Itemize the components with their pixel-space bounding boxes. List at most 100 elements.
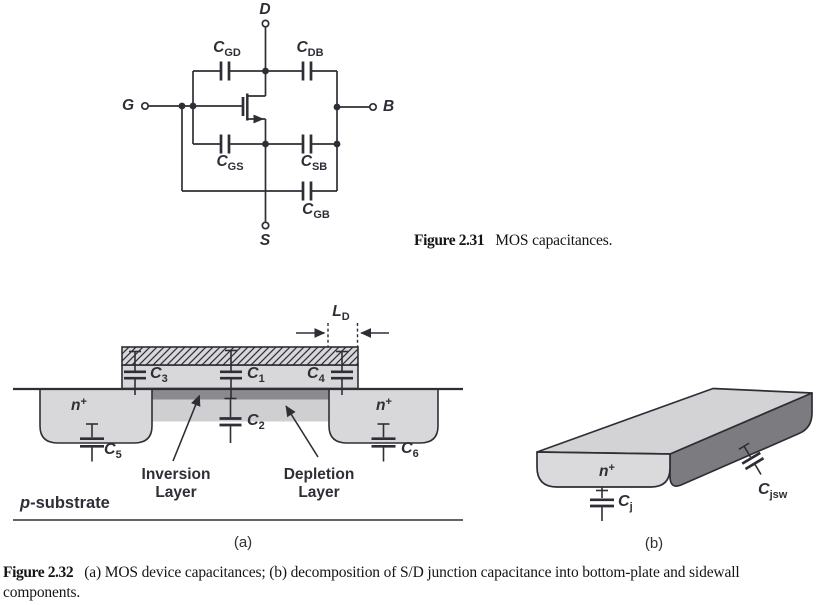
inversion-arrow [172, 394, 201, 462]
mos-cross-section [13, 323, 463, 521]
cgb-base: C [302, 201, 314, 218]
cdb-sub: DB [307, 47, 324, 59]
junction-slab [536, 387, 813, 521]
label-depletion-layer: Depletion Layer [283, 466, 355, 501]
label-c3: C3 [150, 365, 168, 386]
c5-base: C [104, 441, 116, 458]
label-n-plus-slab: n+ [599, 462, 615, 480]
label-n-plus-left: n+ [71, 396, 87, 414]
capacitor-csb [301, 134, 313, 154]
terminal-label-source: S [259, 232, 271, 249]
capacitor-c4 [331, 350, 353, 395]
label-c1: C1 [247, 365, 265, 386]
figure-2-32-caption-text: (a) MOS device capacitances; (b) decompo… [3, 564, 740, 601]
label-cjsw: Cjsw [758, 481, 788, 502]
csb-sub: SB [311, 161, 328, 173]
n-plus-left-base: n [71, 397, 81, 414]
mos-capacitance-circuit [140, 19, 378, 230]
ld-dimension [296, 323, 389, 347]
label-csb: CSB [300, 153, 328, 174]
c4-sub: 4 [318, 373, 325, 385]
bulk-terminal [368, 102, 378, 112]
capacitor-c5 [80, 423, 104, 462]
cdb-base: C [296, 39, 308, 56]
n-plus-slab-base: n [599, 463, 609, 480]
label-inversion-layer: Inversion Layer [141, 466, 211, 501]
terminal-label-drain: D [259, 1, 271, 18]
c3-sub: 3 [161, 373, 168, 385]
terminal-circles [140, 19, 378, 230]
c4-base: C [307, 365, 319, 382]
capacitor-c3 [124, 350, 146, 395]
gate-label-text: G [122, 97, 135, 114]
inversion-layer [152, 390, 329, 400]
circuit-wires [148, 26, 370, 223]
c2-base: C [247, 412, 259, 429]
junction-dots [178, 67, 341, 148]
cgb-sub: GB [313, 209, 330, 221]
ld-sub: D [341, 311, 350, 323]
cgs-base: C [216, 153, 228, 170]
label-ld: LD [332, 303, 350, 324]
figure-2-32-caption-label: Figure 2.32 [3, 564, 74, 581]
figure-2-31-caption: Figure 2.31 MOS capacitances. [414, 231, 612, 251]
n-plus-region-right [328, 388, 439, 444]
depletion-arrow [285, 405, 319, 458]
cj-base: C [618, 493, 630, 510]
c3-base: C [150, 365, 162, 382]
label-c5: C5 [104, 441, 122, 462]
slab-front-face [536, 451, 671, 488]
nmos-transistor [241, 93, 264, 124]
label-c6: C6 [401, 440, 419, 461]
n-plus-slab-sup: + [608, 462, 615, 474]
cj-sub: j [629, 501, 633, 513]
capacitor-cgd [219, 61, 231, 81]
capacitor-cdb [301, 61, 313, 81]
terminal-label-gate: G [122, 97, 135, 114]
terminal-label-bulk: B [383, 98, 395, 115]
bulk-label-text: B [383, 98, 395, 115]
c6-base: C [401, 440, 413, 457]
cgs-sub: GS [227, 161, 244, 173]
capacitor-cjsw [738, 442, 765, 475]
capacitor-cj [590, 487, 614, 521]
drain-label-text: D [259, 1, 271, 18]
c1-base: C [247, 365, 259, 382]
cjsw-base: C [758, 481, 770, 498]
n-plus-left-sup: + [80, 396, 87, 408]
source-arrow-icon [253, 114, 264, 124]
ld-base: L [332, 303, 342, 320]
p-substrate-base: p [20, 494, 31, 512]
panel-a-label: (a) [233, 534, 253, 551]
source-label-text: S [259, 232, 271, 249]
label-cdb: CDB [296, 39, 324, 60]
capacitor-c6 [371, 423, 396, 462]
figure-2-32-caption: Figure 2.32(a) MOS device capacitances; … [3, 563, 819, 603]
figure-2-31-caption-text: MOS capacitances. [495, 232, 613, 249]
gate-terminal [140, 101, 150, 111]
csb-base: C [300, 153, 312, 170]
capacitor-cgb [301, 181, 313, 201]
label-p-substrate: p-substrate [20, 494, 110, 512]
label-cgs: CGS [216, 153, 244, 174]
p-substrate-rest: -substrate [30, 494, 110, 512]
cjsw-sub: jsw [769, 489, 788, 501]
c5-sub: 5 [115, 449, 122, 461]
capacitor-cgs [219, 134, 231, 154]
figure-2-31-caption-label: Figure 2.31 [414, 232, 485, 249]
capacitor-c1 [220, 349, 242, 399]
c6-sub: 6 [412, 448, 419, 460]
source-terminal [261, 221, 270, 230]
drain-terminal [261, 19, 270, 28]
c2-sub: 2 [258, 420, 265, 432]
label-n-plus-right: n+ [376, 396, 392, 414]
label-c4: C4 [307, 365, 325, 386]
label-cgd: CGD [213, 39, 241, 60]
label-c2: C2 [247, 412, 265, 433]
c1-sub: 1 [258, 373, 265, 385]
gate-hatched [121, 346, 359, 366]
panel-b-label: (b) [644, 535, 664, 552]
label-cgb: CGB [302, 201, 330, 222]
